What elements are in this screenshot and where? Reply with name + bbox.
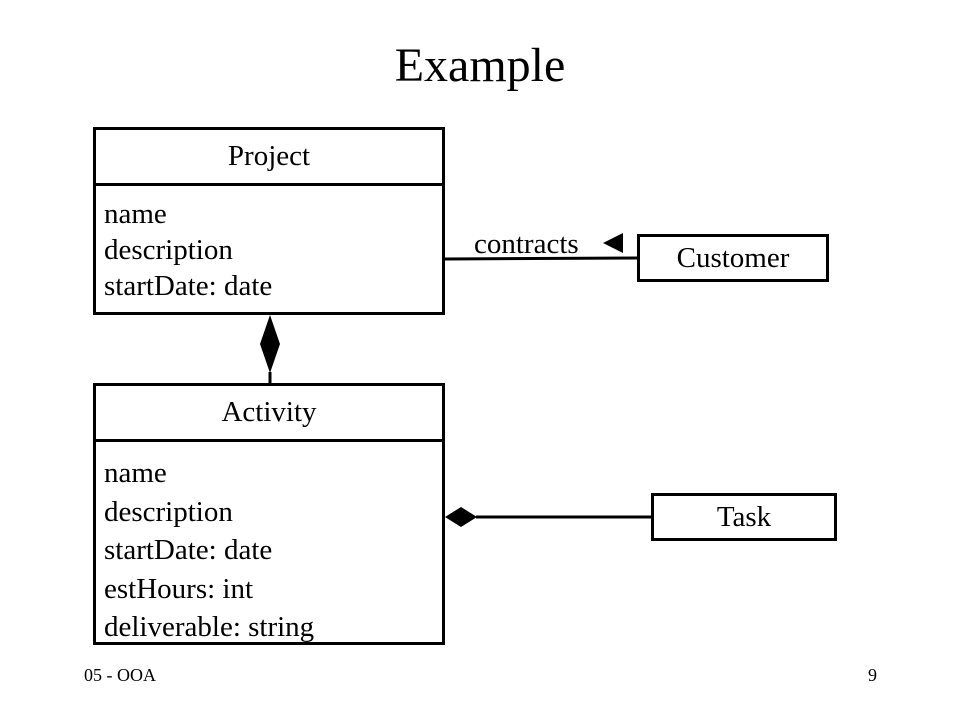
attribute: estHours: int <box>104 572 254 605</box>
attribute: description <box>104 234 233 266</box>
class-project-name: Project <box>96 130 442 186</box>
attribute: name <box>104 457 167 489</box>
footer-section-label: 05 - OOA <box>84 665 156 685</box>
class-activity-attributes: name description startDate: date estHour… <box>96 442 442 647</box>
composition-diamond-project-icon <box>260 315 280 373</box>
class-project: Project name description startDate: date <box>93 127 445 315</box>
class-customer: Customer <box>637 234 829 282</box>
direction-arrow-icon <box>603 233 623 253</box>
association-label-contracts: contracts <box>474 228 579 260</box>
attribute: startDate: date <box>104 534 273 566</box>
composition-diamond-activity-icon <box>445 507 477 527</box>
page-number: 9 <box>868 665 877 685</box>
class-activity-name: Activity <box>96 386 442 442</box>
association-line-project-customer <box>444 256 638 261</box>
slide-title: Example <box>394 39 566 92</box>
attribute: startDate: date <box>104 270 273 302</box>
attribute: name <box>104 198 167 230</box>
attribute: description <box>104 495 233 528</box>
class-activity: Activity name description startDate: dat… <box>93 383 445 645</box>
class-task: Task <box>651 493 837 541</box>
class-project-attributes: name description startDate: date <box>96 186 442 304</box>
attribute: deliverable: string <box>104 611 315 643</box>
